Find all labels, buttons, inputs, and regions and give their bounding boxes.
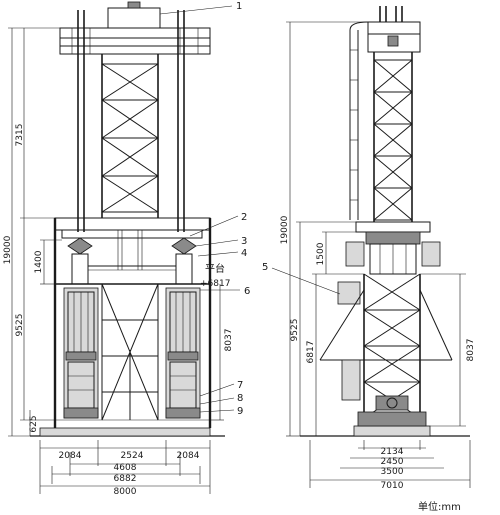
dim-middle-width: 2524 bbox=[121, 451, 144, 461]
platform-label: 平台 bbox=[205, 262, 225, 275]
side-horizontal-dims bbox=[309, 440, 471, 488]
side-view: 5 19000 9525 6817 1500 8037 bbox=[262, 6, 476, 491]
dim-overall-width: 8000 bbox=[114, 487, 137, 497]
part-leaders bbox=[159, 5, 240, 413]
dim-cylinder-stroke: 1400 bbox=[34, 250, 44, 273]
front-horizontal-dims bbox=[39, 440, 211, 494]
side-dim-top-stroke: 1500 bbox=[316, 242, 326, 265]
unit-label: 单位:mm bbox=[418, 500, 461, 513]
side-vertical-dims bbox=[286, 21, 466, 437]
top-frame bbox=[59, 1, 211, 55]
part-number-6: 6 bbox=[244, 286, 250, 297]
top-cylinders bbox=[67, 237, 197, 285]
side-dim-width-2: 2450 bbox=[381, 457, 404, 467]
dim-outer-span: 6882 bbox=[114, 474, 137, 484]
side-dim-width-3: 3500 bbox=[381, 467, 404, 477]
dim-total-height: 19000 bbox=[3, 235, 13, 264]
part-number-7: 7 bbox=[237, 380, 243, 391]
dim-base-height: 625 bbox=[29, 415, 39, 432]
part-leader-5 bbox=[271, 267, 341, 295]
part-number-8: 8 bbox=[237, 393, 243, 404]
side-dim-width-1: 2134 bbox=[381, 447, 404, 457]
dim-upper-segment: 7315 bbox=[15, 124, 25, 147]
dim-inner-span: 4608 bbox=[114, 463, 137, 473]
suspension-rods bbox=[77, 10, 185, 232]
side-ladder bbox=[349, 21, 369, 220]
main-frame bbox=[53, 217, 212, 428]
part-number-2: 2 bbox=[241, 212, 247, 223]
right-column bbox=[165, 287, 201, 419]
part-number-4: 4 bbox=[241, 248, 247, 259]
dim-column-height: 8037 bbox=[224, 329, 234, 352]
lower-lattice bbox=[101, 283, 159, 421]
part-number-5: 5 bbox=[262, 262, 268, 273]
side-dim-total-height: 19000 bbox=[280, 215, 290, 244]
front-view: 1 2 3 4 6 7 8 9 平台 +6817 19000 7315 9525 bbox=[3, 1, 250, 497]
side-foundation bbox=[300, 425, 470, 437]
side-frame bbox=[319, 221, 453, 427]
part-number-3: 3 bbox=[241, 236, 247, 247]
dim-right-width: 2084 bbox=[177, 451, 200, 461]
dim-lower-segment: 9525 bbox=[15, 314, 25, 337]
front-vertical-dims bbox=[8, 27, 224, 437]
part-number-9: 9 bbox=[237, 406, 243, 417]
side-dim-column-height: 8037 bbox=[466, 339, 476, 362]
front-foundation bbox=[30, 419, 225, 437]
platform-level: +6817 bbox=[200, 279, 230, 289]
part-number-1: 1 bbox=[236, 1, 242, 12]
side-mast bbox=[373, 52, 413, 222]
central-mast bbox=[101, 54, 159, 218]
side-dim-platform-height: 6817 bbox=[306, 341, 316, 364]
side-top-head bbox=[367, 6, 421, 53]
side-dim-lower-segment: 9525 bbox=[290, 319, 300, 342]
dim-left-width: 2084 bbox=[59, 451, 82, 461]
left-column bbox=[63, 287, 99, 419]
side-dim-overall-width: 7010 bbox=[381, 481, 404, 491]
